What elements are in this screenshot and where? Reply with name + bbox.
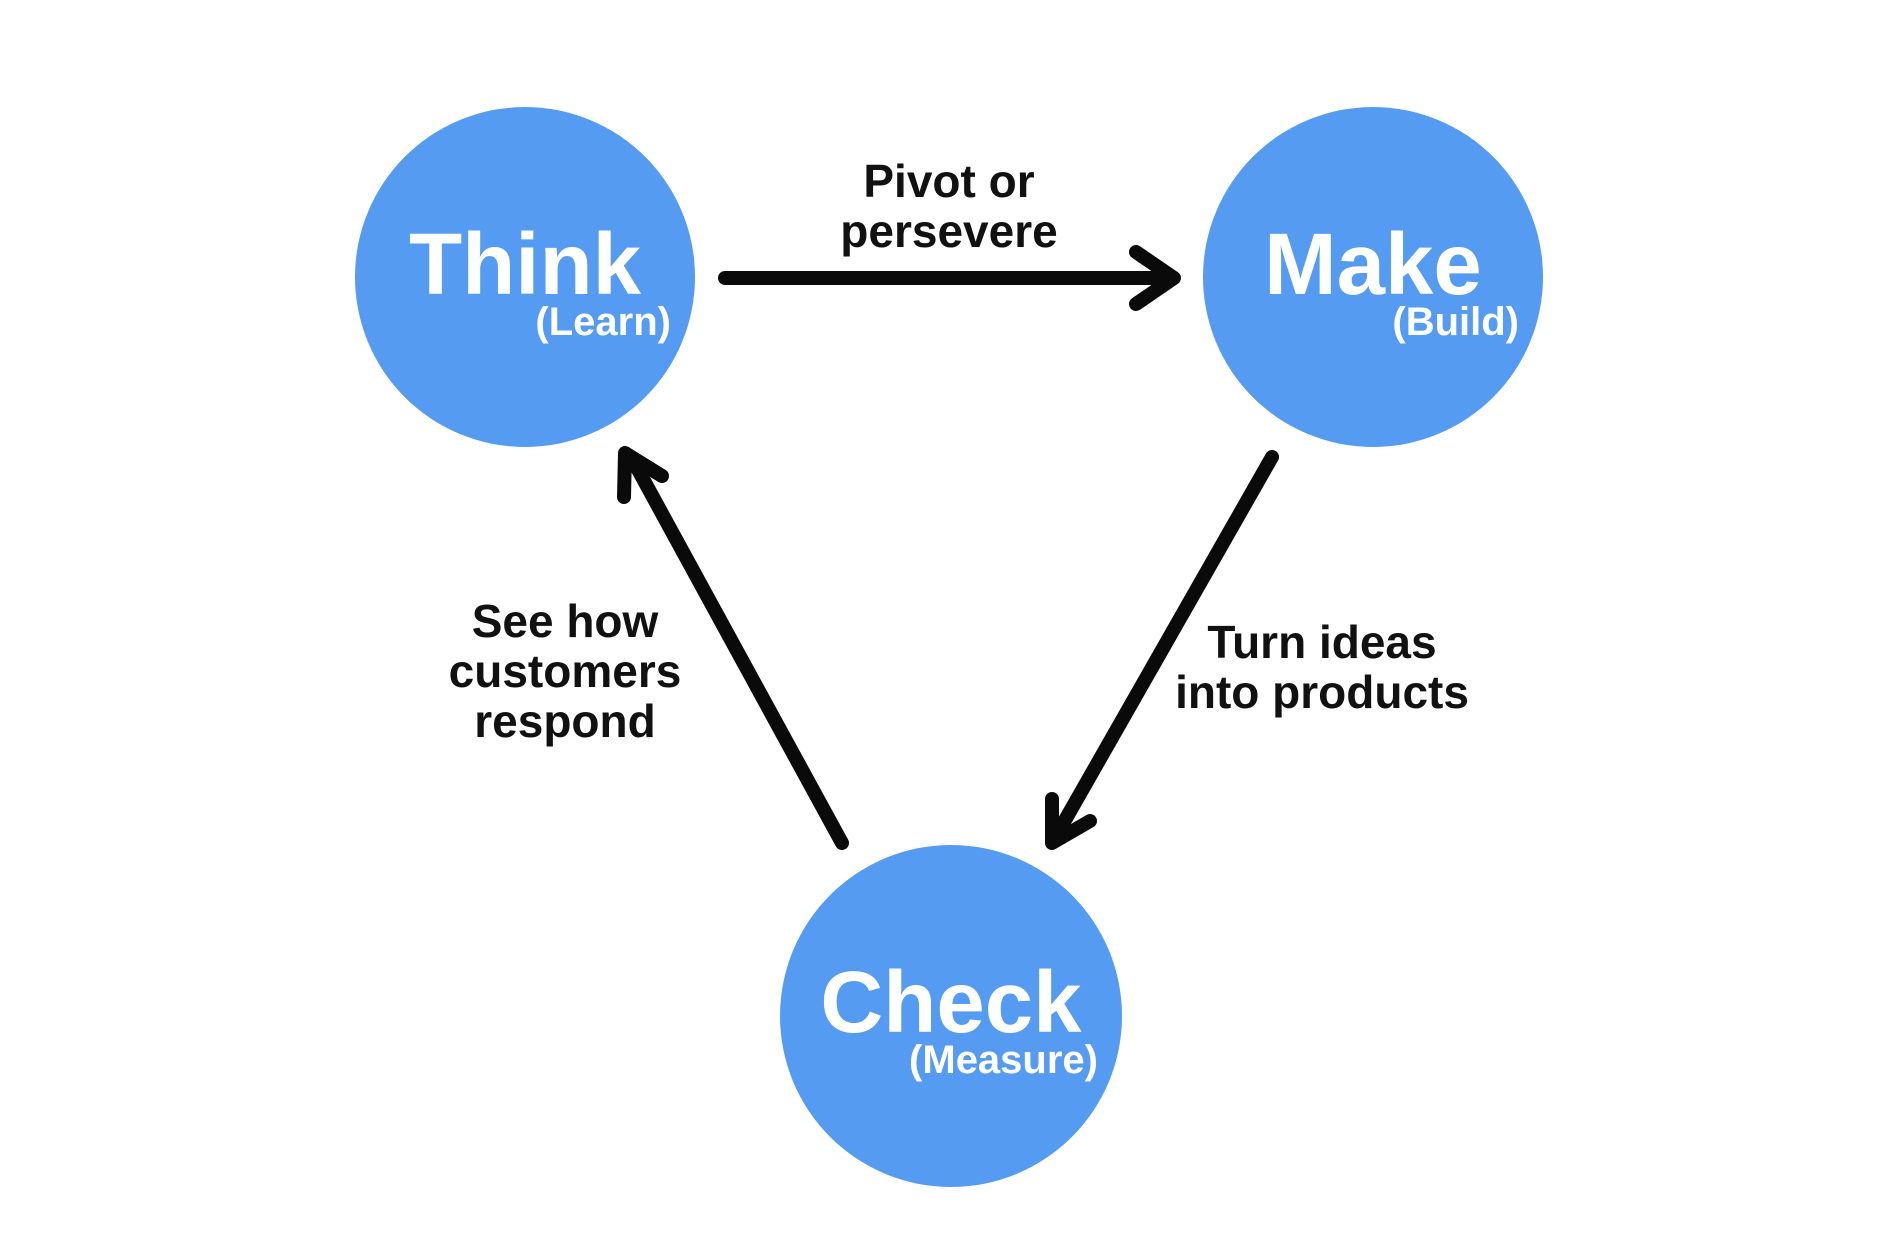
node-make-sublabel: (Build) [1392,300,1519,344]
arrow-make-to-check-icon [1045,450,1279,850]
arrow-head [617,446,669,504]
arrow-head [1045,792,1097,850]
edge-label-line: persevere [840,205,1058,257]
node-check: Check (Measure) [780,845,1122,1187]
node-check-label: Check [820,954,1082,1051]
edge-label-line: customers [448,645,682,697]
node-think: Think (Learn) [355,107,695,447]
arrow-shaft [629,459,849,850]
edge-label-line: See how [471,595,659,647]
edge-label-line: into products [1175,666,1469,718]
edge-label-line: respond [474,695,656,747]
edge-label-line: Turn ideas [1207,616,1437,668]
node-think-sublabel: (Learn) [535,300,671,344]
node-check-sublabel: (Measure) [909,1038,1098,1082]
arrow-think-to-make-icon [718,245,1181,311]
edge-label-line: Pivot or [863,155,1035,207]
node-make: Make (Build) [1203,107,1543,447]
arrow-shaft [1053,450,1279,836]
edge-label-turn-ideas-into-products: Turn ideas into products [1175,617,1469,717]
edge-label-pivot-or-persevere: Pivot or persevere [840,156,1057,256]
arrow-head [1129,245,1181,311]
edge-label-see-how-customers-respond: See how customers respond [449,596,682,746]
node-think-label: Think [409,216,641,313]
node-make-label: Make [1264,216,1482,313]
arrow-check-to-think-icon [617,446,849,850]
